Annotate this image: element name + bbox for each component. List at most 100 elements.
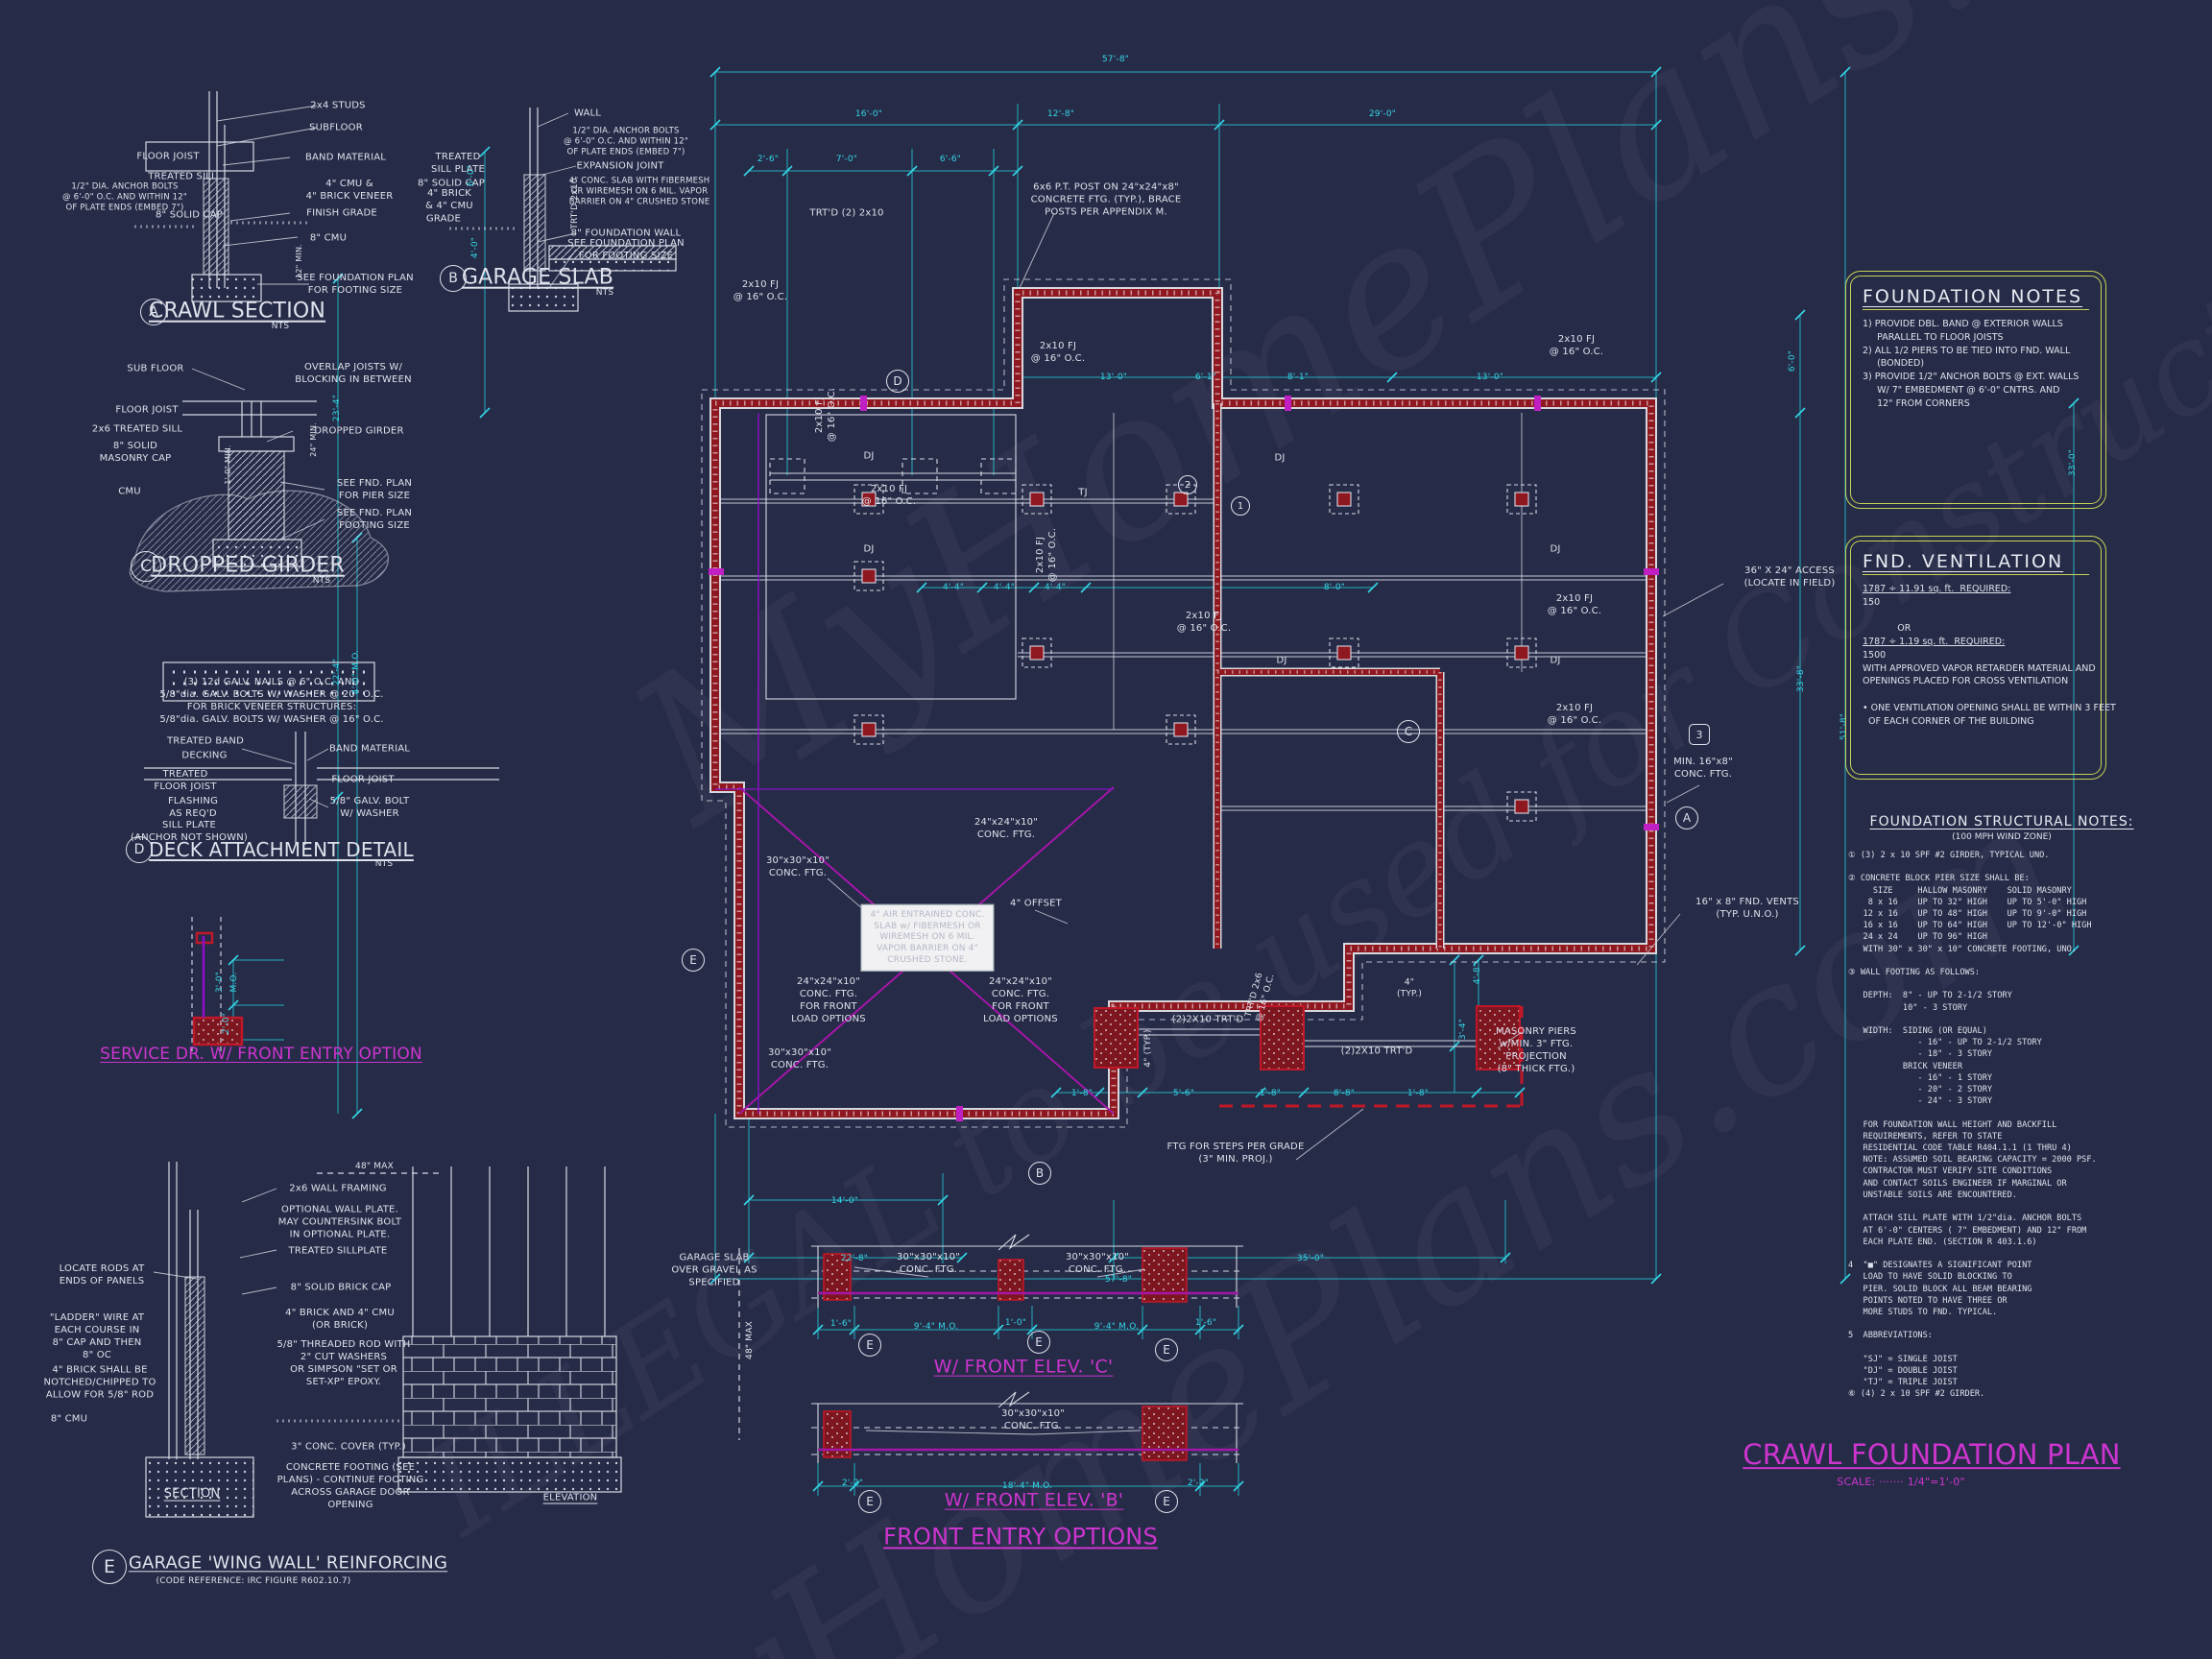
annotation-label: 8'-1" [1286, 373, 1310, 383]
annotation-label: GRADE [425, 213, 462, 225]
annotation-label: OPTIONAL WALL PLATE. MAY COUNTERSINK BOL… [277, 1204, 402, 1240]
annotation-label: M.O. [229, 972, 240, 993]
annotation-label: 2x10 FJ @ 16" O.C. [861, 484, 917, 507]
annotation-label: SILL PLATE (ANCHOR NOT SHOWN) [131, 820, 248, 843]
annotation-label: FLOOR JOIST [136, 151, 200, 162]
annotation-label: 4" BRICK AND 4" CMU (OR BRICK) [285, 1308, 395, 1331]
annotation-label: DJ [1274, 452, 1286, 464]
annotation-label: 8" SOLID CAP [417, 178, 486, 189]
annotation-label: (2)2X10 TRT'D [1171, 1014, 1244, 1025]
annotation-label: "LADDER" WIRE AT EACH COURSE IN 8" CAP A… [49, 1312, 145, 1360]
annotation-label: 1/2" DIA. ANCHOR BOLTS @ 6'-0" O.C. AND … [563, 126, 689, 157]
annotation-label: TREATED SILLPLATE [288, 1245, 388, 1257]
annotation-label: 12'-8" [1046, 109, 1075, 120]
annotation-label: TREATED FLOOR JOIST [154, 769, 217, 792]
annotation-label: 4" (TYP.) [1396, 977, 1423, 998]
annotation-label: CMU [118, 486, 141, 497]
annotation-label: 48" MAX [745, 1321, 756, 1359]
annotation-label: TJ [1078, 487, 1088, 498]
annotation-label: 2'-2" [841, 1479, 864, 1489]
reference-marker: C [1397, 720, 1420, 743]
annotation-label: 5'-6" [1172, 1089, 1195, 1099]
annotation-label: 8" CMU [50, 1413, 88, 1425]
annotation-label: (2)2X10 TRT'D [1340, 1046, 1413, 1057]
annotation-label: OVERLAP JOISTS W/ BLOCKING IN BETWEEN [295, 362, 412, 385]
note-line: 3) PROVIDE 1/2" ANCHOR BOLTS @ EXT. WALL… [1863, 372, 2080, 383]
annotation-label: EXPANSION JOINT [576, 160, 664, 172]
note-line: OPENINGS PLACED FOR CROSS VENTILATION [1863, 676, 2069, 687]
annotation-label: FOR BRICK VENEER STRUCTURES: 5/8"dia. GA… [159, 702, 384, 725]
annotation-label: BAND MATERIAL [304, 152, 387, 163]
annotation-label: CRAWL FOUNDATION PLAN [1743, 1438, 2121, 1472]
annotation-label: 8" FOUNDATION WALL [570, 228, 682, 239]
reference-marker: 2 [1178, 475, 1197, 494]
annotation-label: 4'-0" M.O. [351, 649, 362, 695]
annotation-label: TREATED SILL [148, 171, 217, 182]
note-line: 1787 ÷ 11.91 sq. ft. REQUIRED: [1863, 584, 2011, 594]
annotation-label: 1'-6" [830, 1319, 853, 1330]
note-line: OR [1863, 623, 1911, 635]
annotation-label: DECKING [181, 750, 228, 761]
annotation-label: 4" CMU & 4" BRICK VENEER [305, 179, 394, 202]
annotation-label: W/ FRONT ELEV. 'C' [933, 1356, 1114, 1378]
annotation-label: TREATED BAND [166, 735, 245, 747]
annotation-label: CRAWL SECTION [148, 299, 326, 324]
note-line: 1787 ÷ 1.19 sq. ft. REQUIRED: [1863, 637, 2006, 648]
reference-marker: B [1028, 1162, 1051, 1185]
annotation-label: 4" BRICK SHALL BE NOTCHED/CHIPPED TO ALL… [43, 1364, 156, 1401]
reference-marker: 3 [1689, 724, 1710, 745]
annotation-label: 8'-0" [1323, 583, 1346, 593]
annotation-label: 4" (TYP.) [1143, 1029, 1154, 1068]
annotation-label: 1'-8" [1407, 1089, 1430, 1099]
annotation-label: SEE FND. PLAN FOOTING SIZE [336, 508, 413, 531]
annotation-label: 3'-4" [1458, 1018, 1469, 1041]
annotation-label: (3) 12d GALV. NAILS @ 6" O.C. AND 5/8"di… [159, 677, 384, 700]
annotation-label: 5/8" GALV. BOLT W/ WASHER [329, 796, 410, 819]
annotation-label: DROPPED GIRDER [314, 425, 404, 437]
reference-marker: B [440, 265, 467, 292]
annotation-label: 2x6 TREATED SILL [91, 423, 183, 435]
annotation-label: DJ [1276, 655, 1287, 666]
annotation-label: NTS [271, 322, 290, 332]
structural-notes-title: FOUNDATION STRUCTURAL NOTES: [1869, 814, 2134, 830]
annotation-label: 6'-1" [1194, 373, 1217, 383]
annotation-label: FLOOR JOIST [331, 774, 395, 785]
annotation-label: FTG FOR STEPS PER GRADE (3" MIN. PROJ.) [1166, 1142, 1305, 1165]
annotation-label: 1'-8" [1070, 1089, 1094, 1099]
annotation-label: 4'-4" [993, 583, 1016, 593]
annotation-label: ELEVATION [542, 1492, 598, 1503]
annotation-label: 13'-0" [1476, 373, 1504, 383]
annotation-label: WALL [573, 108, 602, 119]
annotation-label: GARAGE 'WING WALL' REINFORCING [128, 1552, 448, 1574]
divider [1863, 309, 2089, 310]
annotation-label: 36" X 24" ACCESS (LOCATE IN FIELD) [1743, 565, 1836, 589]
annotation-label: 2x10 FJ @ 16" O.C. [1035, 527, 1058, 583]
annotation-label: BAND MATERIAL [328, 743, 411, 755]
annotation-label: SERVICE DR. W/ FRONT ENTRY OPTION [100, 1044, 422, 1064]
annotation-label: 1'-6" [1194, 1318, 1217, 1329]
note-line: PARALLEL TO FLOOR JOISTS [1863, 331, 2004, 343]
annotation-label: 33'-8" [1796, 664, 1807, 693]
annotation-label: 8" SOLID CAP [155, 209, 224, 221]
annotation-label: 3" CONC. COVER (TYP.) [291, 1441, 406, 1453]
annotation-label: 4" BRICK & 4" CMU [425, 188, 473, 211]
annotation-label: 2'-2" [1187, 1479, 1210, 1489]
annotation-label: DROPPED GIRDER [151, 553, 345, 578]
structural-notes: FOUNDATION STRUCTURAL NOTES: (100 MPH WI… [1848, 814, 2155, 1401]
annotation-label: 2x10 FJ @ 16" O.C. [1547, 703, 1602, 726]
annotation-label: NTS [374, 859, 394, 870]
reference-marker: E [682, 949, 705, 972]
annotation-label: MIN. 16"x8" CONC. FTG. [1673, 757, 1733, 780]
annotation-label: 8" CMU [309, 232, 348, 244]
annotation-label: 2'-0" [222, 1012, 232, 1035]
annotation-label: (CODE REFERENCE: IRC FIGURE R602.10.7) [156, 1576, 351, 1587]
annotation-label: 30"x30"x10" CONC. FTG. [896, 1252, 961, 1275]
annotation-label: 9'-4" M.O. [1094, 1322, 1140, 1333]
annotation-label: 6'-6" [939, 155, 962, 165]
annotation-label: TRT'D 2x10 [570, 178, 581, 229]
reference-marker: A [1675, 806, 1698, 830]
annotation-label: DJ [1550, 543, 1561, 555]
annotation-label: 14'-0" [830, 1196, 859, 1207]
